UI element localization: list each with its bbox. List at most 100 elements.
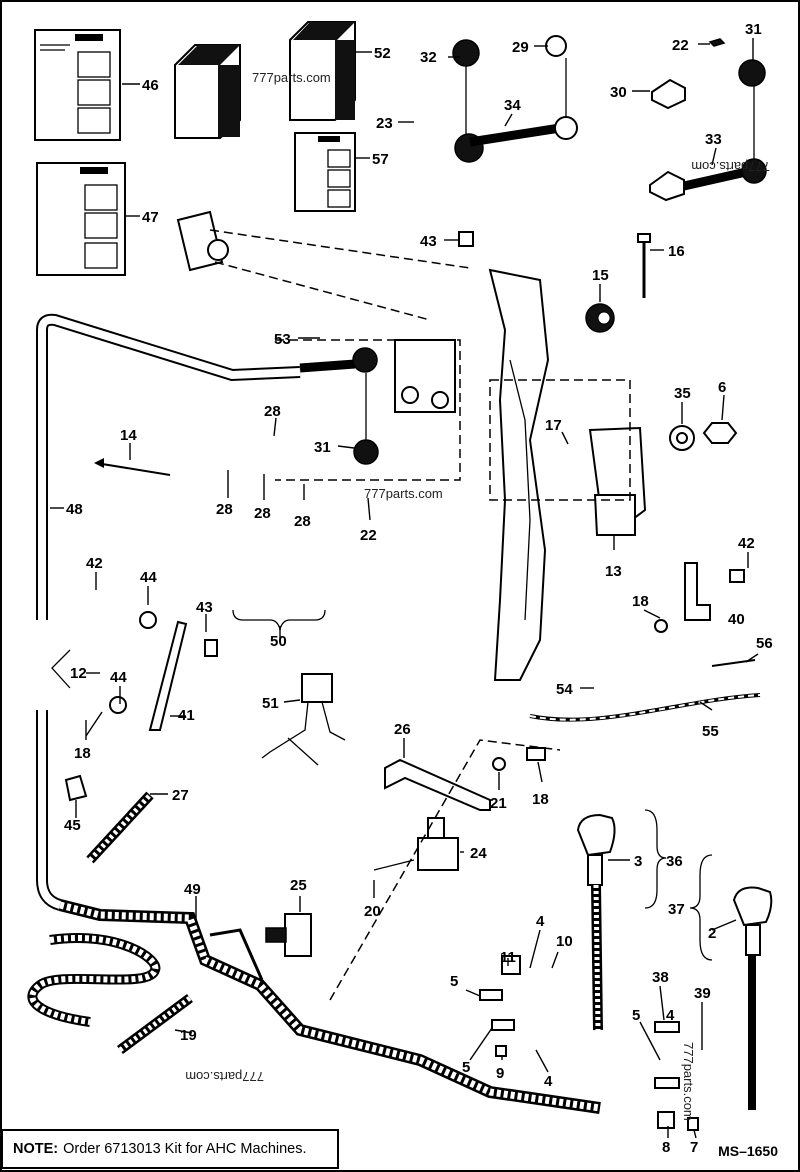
instruction-sheet-47 bbox=[36, 162, 126, 276]
callout-42-right: 42 bbox=[738, 535, 755, 552]
callout-25: 25 bbox=[290, 877, 307, 894]
callout-41: 41 bbox=[178, 707, 195, 724]
callout-27: 27 bbox=[172, 787, 189, 804]
callout-56: 56 bbox=[756, 635, 773, 652]
group-brace-12 bbox=[51, 649, 71, 689]
callout-38: 38 bbox=[652, 969, 669, 986]
connector-assembly-34 bbox=[452, 35, 578, 163]
bracket-40 bbox=[654, 562, 745, 633]
callout-48: 48 bbox=[66, 501, 83, 518]
group-brace-36 bbox=[644, 809, 667, 909]
callout-28-a: 28 bbox=[216, 501, 233, 518]
watermark-5: 777parts.com bbox=[681, 1042, 696, 1121]
callout-26: 26 bbox=[394, 721, 411, 738]
callout-44-top: 44 bbox=[140, 569, 157, 586]
callout-11: 11 bbox=[500, 949, 516, 966]
callout-31-top: 31 bbox=[745, 21, 762, 38]
bolt-16 bbox=[637, 233, 651, 298]
callout-30: 30 bbox=[610, 84, 627, 101]
callout-34: 34 bbox=[504, 97, 521, 114]
ring-15 bbox=[585, 303, 615, 333]
callout-5-right: 5 bbox=[632, 1007, 640, 1024]
indicator-14 bbox=[94, 458, 171, 476]
callout-17: 17 bbox=[545, 417, 562, 434]
control-lever-arm bbox=[176, 210, 550, 681]
bracket-26 bbox=[384, 747, 546, 811]
callout-35: 35 bbox=[674, 385, 691, 402]
callout-45: 45 bbox=[64, 817, 81, 834]
watermark-4: 777parts.com bbox=[185, 1069, 264, 1084]
callout-47: 47 bbox=[142, 209, 159, 226]
connector-assembly-33 bbox=[649, 38, 767, 202]
callout-4-top: 4 bbox=[536, 913, 545, 930]
watermark-1: 777parts.com bbox=[252, 70, 331, 85]
callout-36: 36 bbox=[666, 853, 683, 870]
dashed-guide-50 bbox=[275, 339, 461, 481]
grommet-35-and-nut-6 bbox=[669, 422, 738, 451]
note-label: NOTE: bbox=[13, 1141, 59, 1157]
callout-28-top: 28 bbox=[264, 403, 281, 420]
decal-46-block bbox=[174, 44, 241, 139]
callout-5-mid: 5 bbox=[462, 1059, 470, 1076]
leader-lines bbox=[50, 38, 759, 1139]
callout-52: 52 bbox=[374, 45, 391, 62]
callout-16: 16 bbox=[668, 243, 685, 260]
callout-32: 32 bbox=[420, 49, 437, 66]
callout-43-top: 43 bbox=[420, 233, 437, 250]
relay-harness-51 bbox=[261, 673, 346, 766]
spring-harness-27 bbox=[86, 791, 154, 864]
callout-19: 19 bbox=[180, 1027, 197, 1044]
rocker-switch-3 bbox=[576, 813, 616, 1031]
diagram-code: MS–1650 bbox=[718, 1143, 778, 1159]
callout-28-b: 28 bbox=[254, 505, 271, 522]
spring-harness-19 bbox=[117, 993, 193, 1055]
rocker-switch-2 bbox=[732, 886, 773, 1110]
callout-12: 12 bbox=[70, 665, 87, 682]
callout-20: 20 bbox=[364, 903, 381, 920]
callout-21: 21 bbox=[490, 795, 507, 812]
terminals-cluster bbox=[479, 955, 699, 1131]
nut-43-top bbox=[458, 231, 474, 247]
callout-23: 23 bbox=[376, 115, 393, 132]
callout-2: 2 bbox=[708, 925, 716, 942]
callout-5-top: 5 bbox=[450, 973, 458, 990]
callout-15: 15 bbox=[592, 267, 609, 284]
callout-28-c: 28 bbox=[294, 513, 311, 530]
callout-37: 37 bbox=[668, 901, 685, 918]
control-rod-48 bbox=[36, 313, 378, 911]
callout-4-right: 4 bbox=[666, 1007, 675, 1024]
connector-25 bbox=[265, 913, 312, 957]
callout-24: 24 bbox=[470, 845, 487, 862]
callout-7: 7 bbox=[690, 1139, 698, 1156]
callout-13: 13 bbox=[605, 563, 622, 580]
callout-18-right: 18 bbox=[632, 593, 649, 610]
callout-8: 8 bbox=[662, 1139, 670, 1156]
group-brace-37 bbox=[689, 854, 713, 961]
decal-52-block bbox=[289, 21, 356, 121]
watermark-2: 777parts.com bbox=[691, 159, 770, 174]
callout-3: 3 bbox=[634, 853, 642, 870]
watermark-3: 777parts.com bbox=[364, 486, 443, 501]
callout-labels: 46 52 32 29 22 31 30 34 23 33 57 47 43 1… bbox=[64, 21, 773, 1156]
callout-42-left: 42 bbox=[86, 555, 103, 572]
callout-18-left: 18 bbox=[74, 745, 91, 762]
callout-22-mid: 22 bbox=[360, 527, 377, 544]
callout-29: 29 bbox=[512, 39, 529, 56]
callout-18-mid: 18 bbox=[532, 791, 549, 808]
callout-50: 50 bbox=[270, 633, 287, 650]
callout-39: 39 bbox=[694, 985, 711, 1002]
clip-45 bbox=[64, 774, 88, 802]
callout-53: 53 bbox=[274, 331, 291, 348]
callout-10: 10 bbox=[556, 933, 573, 950]
callout-14: 14 bbox=[120, 427, 137, 444]
dashed-guide-13 bbox=[489, 379, 631, 501]
callout-51: 51 bbox=[262, 695, 279, 712]
instruction-sheet-46 bbox=[34, 29, 121, 141]
callout-40: 40 bbox=[728, 611, 745, 628]
callout-55: 55 bbox=[702, 723, 719, 740]
instruction-sheet-57 bbox=[294, 132, 356, 212]
watermarks: 777parts.com 777parts.com 777parts.com 7… bbox=[185, 70, 770, 1121]
strap-41 bbox=[109, 611, 218, 731]
